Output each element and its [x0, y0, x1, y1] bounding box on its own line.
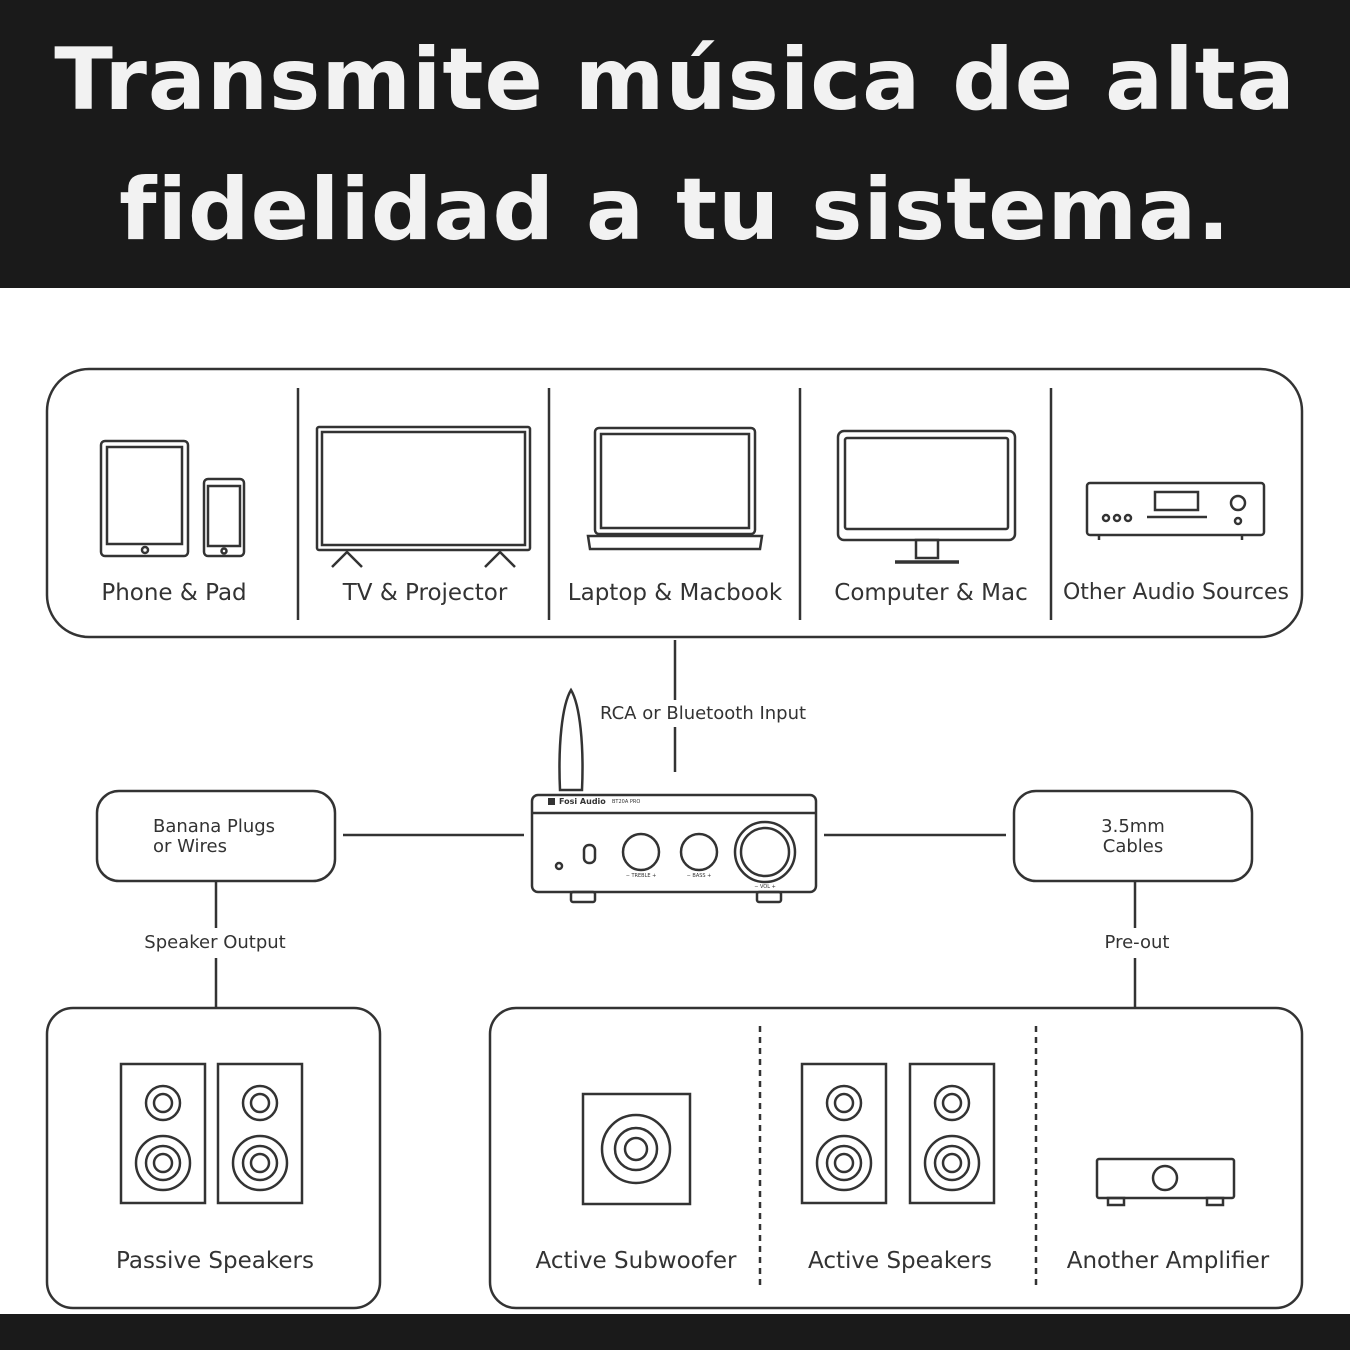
speaker-output-label: Speaker Output — [144, 932, 286, 953]
subwoofer-icon — [581, 1092, 692, 1206]
output-label-passive-speakers: Passive Speakers — [116, 1248, 314, 1274]
amplifier-icon — [530, 793, 818, 904]
source-label-tv-projector: TV & Projector — [342, 580, 508, 606]
cables-box — [1012, 789, 1254, 883]
active-outputs-panel — [488, 1006, 1304, 1310]
output-label-active-subwoofer: Active Subwoofer — [535, 1248, 737, 1274]
source-label-phone-pad: Phone & Pad — [101, 580, 247, 606]
left-connector-line-2: or Wires — [153, 836, 227, 857]
active-speakers-icon — [800, 1062, 996, 1205]
right-connector-line-2: Cables — [1102, 836, 1164, 857]
another-amplifier-icon — [1095, 1157, 1236, 1207]
amp-bass-label: − BASS + — [686, 873, 712, 879]
monitor-icon — [836, 429, 1017, 564]
tv-icon — [315, 425, 532, 568]
right-connector-line-1: 3.5mm — [1101, 816, 1165, 837]
amp-model: BT20A PRO — [612, 799, 641, 805]
tablet-phone-icon — [99, 439, 246, 558]
input-label: RCA or Bluetooth Input — [600, 703, 807, 724]
output-label-active-speakers: Active Speakers — [808, 1248, 992, 1274]
amp-treble-label: − TREBLE + — [625, 873, 657, 879]
passive-speakers-panel — [45, 1006, 382, 1310]
antenna-icon — [558, 687, 584, 792]
headline-line-2: fidelidad a tu sistema. — [119, 160, 1231, 260]
preout-label: Pre-out — [1104, 932, 1170, 953]
amp-vol-label: − VOL + — [754, 884, 776, 890]
source-label-computer: Computer & Mac — [834, 580, 1028, 606]
header-banner: Transmite música de alta fidelidad a tu … — [0, 0, 1350, 288]
passive-speakers-icon — [119, 1062, 304, 1205]
footer-bar — [0, 1314, 1350, 1350]
headline-line-1: Transmite música de alta — [54, 30, 1296, 130]
sources-panel — [45, 367, 1304, 639]
audio-player-icon — [1085, 481, 1266, 540]
left-connector-line-1: Banana Plugs — [153, 816, 276, 837]
source-label-other-audio: Other Audio Sources — [1062, 580, 1290, 605]
laptop-icon — [586, 426, 764, 551]
output-label-another-amplifier: Another Amplifier — [1066, 1248, 1270, 1274]
amp-brand: Fosi Audio — [559, 797, 606, 806]
source-label-laptop: Laptop & Macbook — [567, 580, 783, 606]
